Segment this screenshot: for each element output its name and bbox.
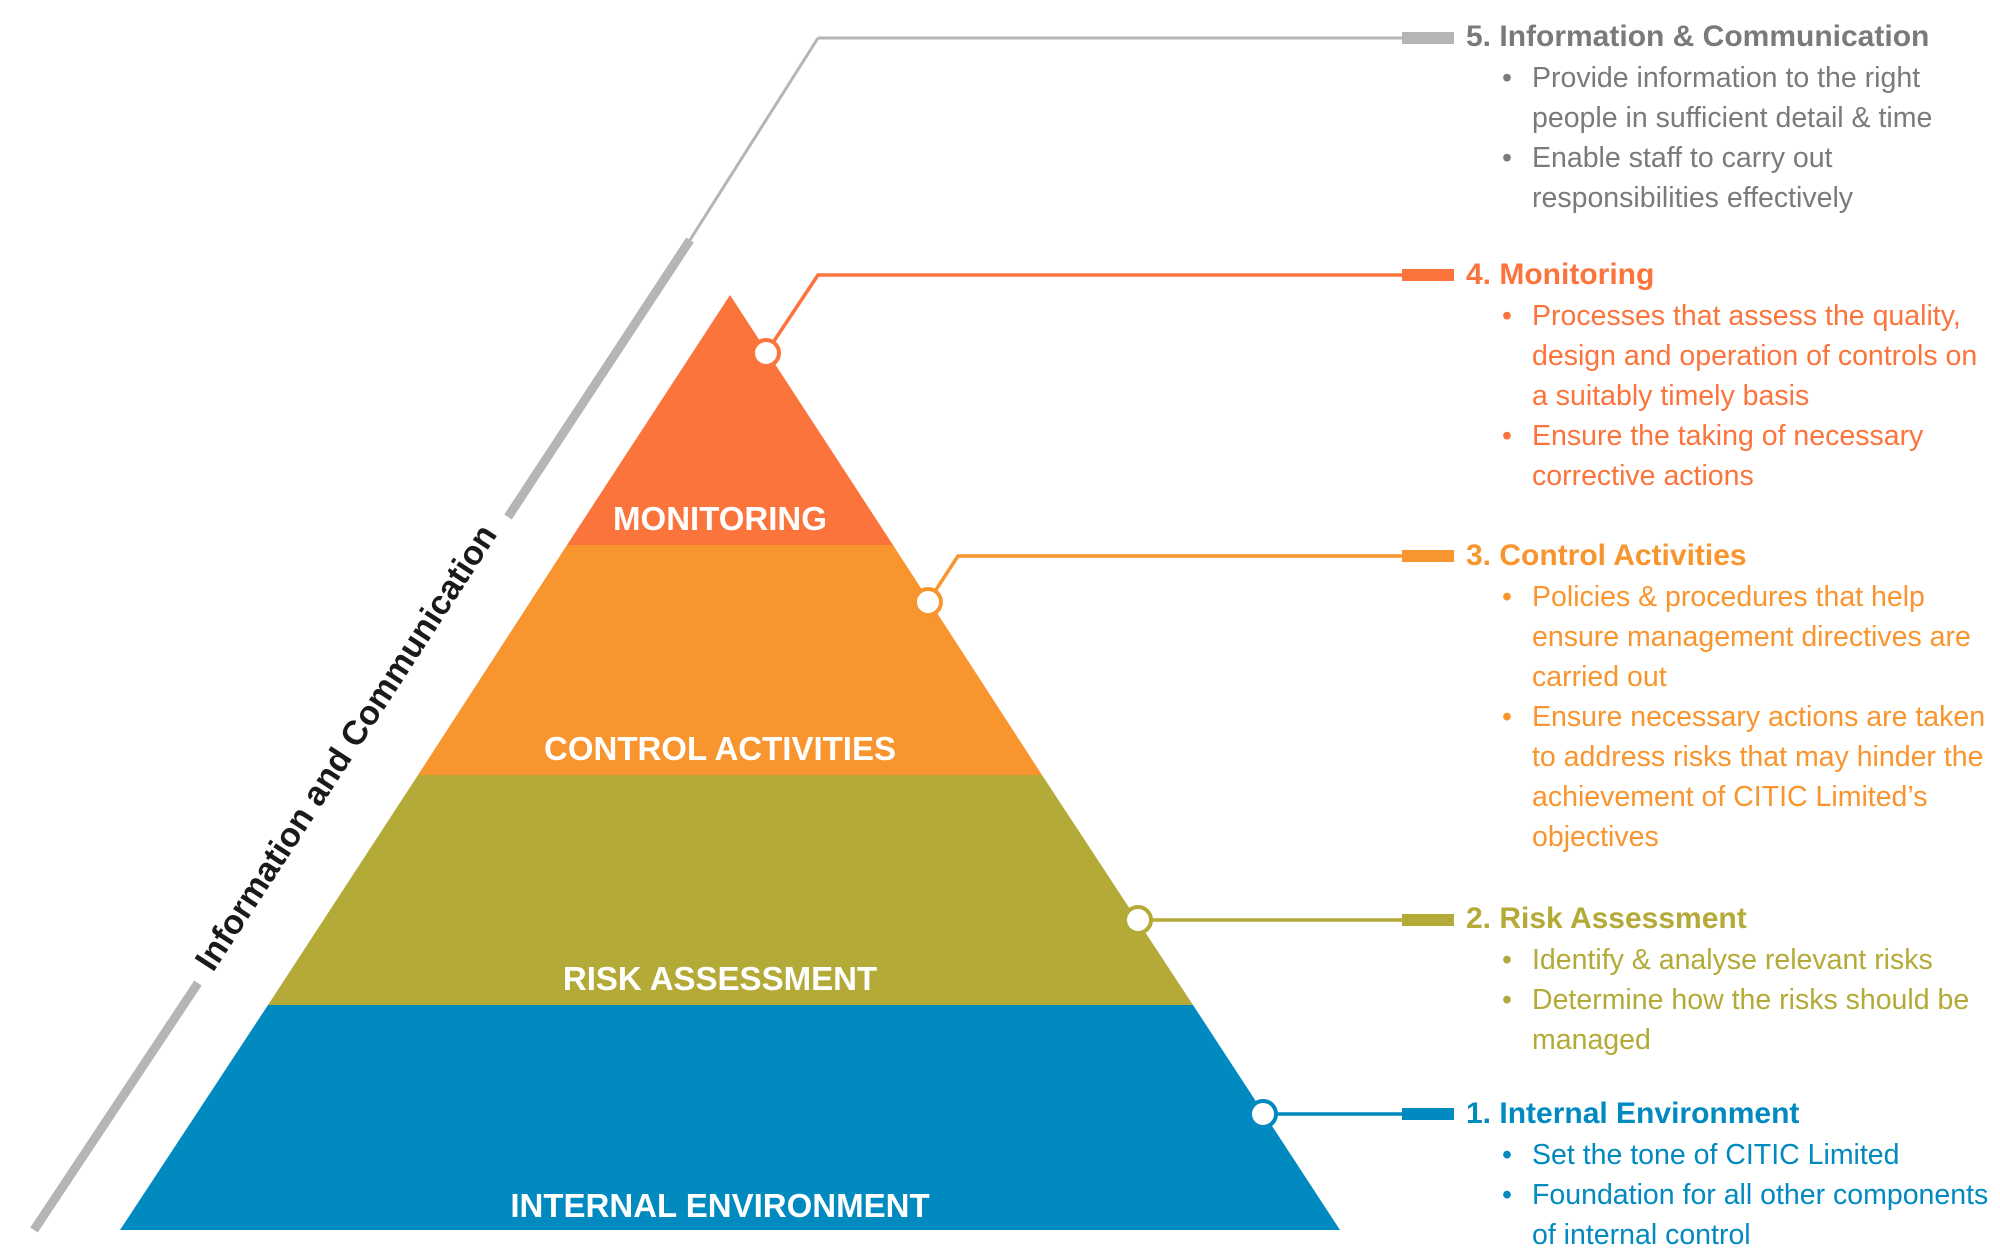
bullet-list: •Set the tone of CITIC Limited •Foundati… [1466, 1135, 1991, 1255]
panel-title: 2. Risk Assessment [1466, 902, 1747, 935]
bullet-icon: • [1502, 944, 1512, 976]
info-connector-line [688, 37, 820, 241]
bullet-icon: • [1502, 1139, 1512, 1171]
panel-title: 5. Information & Communication [1466, 20, 1930, 53]
bullet-icon: • [1502, 581, 1512, 613]
bullet-icon: • [1502, 701, 1512, 733]
control-connector [926, 554, 1402, 603]
tier-control-activities [418, 545, 1042, 775]
panel-control-activities: 3. Control Activities •Policies & proced… [1466, 537, 1991, 857]
bullet-list: •Identify & analyse relevant risks •Dete… [1466, 940, 1991, 1060]
bullet-icon: • [1502, 62, 1512, 94]
bullet-list: •Policies & procedures that help ensure … [1466, 577, 1991, 857]
tier-risk-assessment [268, 775, 1193, 1005]
list-item: •Set the tone of CITIC Limited [1466, 1135, 1991, 1175]
panel-internal-environment: 1. Internal Environment •Set the tone of… [1466, 1095, 1991, 1255]
info-bar-lower [30, 980, 202, 1233]
internal-marker [1402, 1108, 1454, 1120]
bullet-icon: • [1502, 1179, 1512, 1211]
control-marker [1402, 550, 1454, 562]
list-item: •Policies & procedures that help ensure … [1466, 577, 1991, 697]
tier-monitoring [567, 295, 893, 545]
bullet-list: •Provide information to the right people… [1466, 58, 1991, 218]
list-item: •Determine how the risks should be manag… [1466, 980, 1991, 1060]
bullet-icon: • [1502, 300, 1512, 332]
panel-title: 1. Internal Environment [1466, 1097, 1800, 1130]
list-item: •Enable staff to carry out responsibilit… [1466, 138, 1991, 218]
bullet-icon: • [1502, 984, 1512, 1016]
risk-marker [1402, 914, 1454, 926]
tier-label-risk-assessment: RISK ASSESSMENT [563, 960, 877, 997]
panel-information-communication: 5. Information & Communication •Provide … [1466, 18, 1991, 218]
monitoring-connector [764, 273, 1402, 354]
info-marker [1402, 32, 1454, 44]
monitoring-node [751, 338, 781, 368]
monitoring-marker [1402, 269, 1454, 281]
tier-label-monitoring: MONITORING [613, 500, 827, 537]
list-item: •Processes that assess the quality, desi… [1466, 296, 1991, 416]
tier-internal-environment [120, 1005, 1340, 1230]
panel-title: 3. Control Activities [1466, 539, 1747, 572]
tier-label-internal-environment: INTERNAL ENVIRONMENT [510, 1187, 929, 1224]
list-item: •Provide information to the right people… [1466, 58, 1991, 138]
list-item: •Foundation for all other components of … [1466, 1175, 1991, 1255]
list-item: •Ensure necessary actions are taken to a… [1466, 697, 1991, 857]
panel-risk-assessment: 2. Risk Assessment •Identify & analyse r… [1466, 900, 1991, 1060]
tier-label-control-activities: CONTROL ACTIVITIES [544, 730, 896, 767]
internal-node [1248, 1099, 1278, 1129]
bullet-icon: • [1502, 420, 1512, 452]
panel-title: 4. Monitoring [1466, 258, 1655, 291]
bullet-icon: • [1502, 142, 1512, 174]
risk-node [1123, 905, 1153, 935]
list-item: •Ensure the taking of necessary correcti… [1466, 416, 1991, 496]
list-item: •Identify & analyse relevant risks [1466, 940, 1991, 980]
bullet-list: •Processes that assess the quality, desi… [1466, 296, 1991, 496]
info-bar-upper [504, 237, 694, 520]
control-node [913, 587, 943, 617]
panel-monitoring: 4. Monitoring •Processes that assess the… [1466, 256, 1991, 496]
